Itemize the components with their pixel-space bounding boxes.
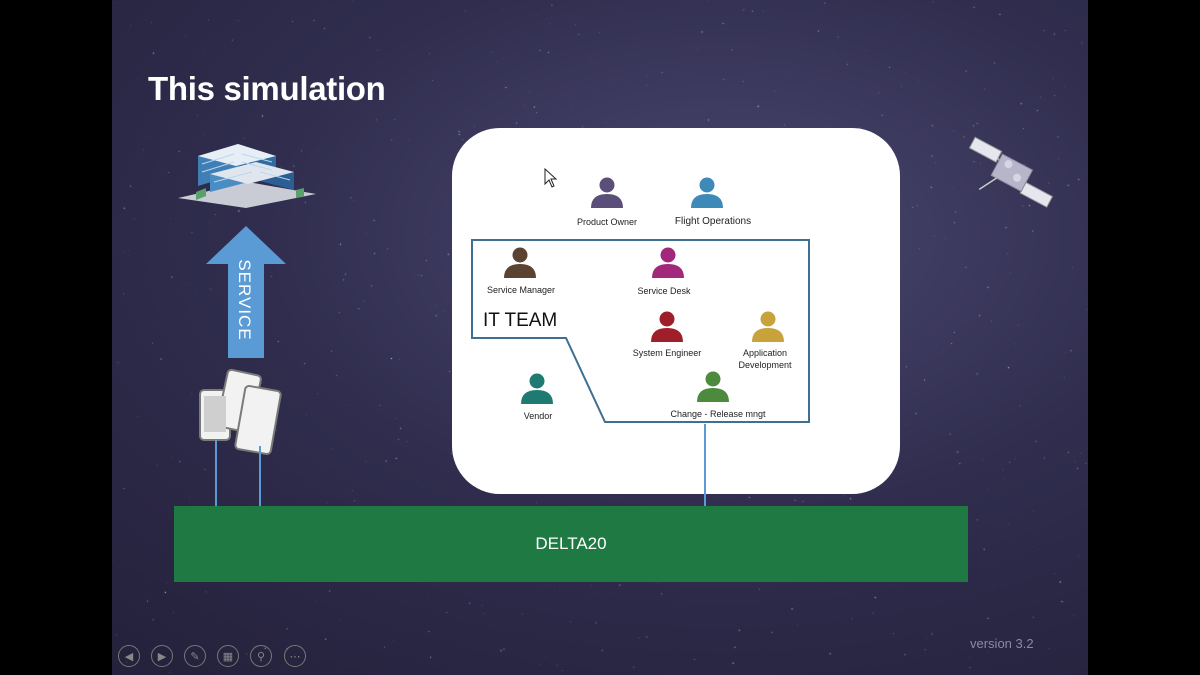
more-icon: ⋯ [289, 651, 301, 663]
person-icon-flight-operations [691, 177, 723, 208]
previous-icon: ◀ [124, 651, 134, 663]
person-icon-system-engineer [651, 311, 683, 342]
role-label-system-engineer: System Engineer [632, 348, 702, 358]
next-icon: ▶ [157, 651, 167, 663]
person-icon-service-desk [652, 247, 684, 278]
role-label-service-desk: Service Desk [637, 286, 691, 296]
delta20-label: DELTA20 [535, 534, 607, 553]
next-slide-button[interactable]: ▶ [151, 645, 173, 667]
person-icon-vendor [521, 373, 553, 404]
device-connection-lines [215, 440, 261, 508]
role-label-change-release: Change - Release mngt [670, 409, 766, 419]
delta20-platform-bar: DELTA20 [174, 506, 968, 582]
pen-tool-button[interactable]: ✎ [184, 645, 206, 667]
person-icon-product-owner [591, 177, 623, 208]
it-team-label: IT TEAM [483, 310, 558, 331]
slides-icon: ▦ [222, 651, 234, 663]
person-icon-application-development [752, 311, 784, 342]
role-label-service-manager: Service Manager [486, 285, 556, 295]
role-label-application-development: Application Development [730, 347, 800, 371]
role-label-vendor: Vendor [523, 411, 553, 421]
service-arrow [206, 226, 286, 358]
see-all-slides-button[interactable]: ▦ [217, 645, 239, 667]
role-label-application-line1: Application [742, 348, 788, 358]
service-label: SERVICE [235, 259, 254, 341]
person-icon-change-release [697, 371, 729, 402]
role-label-flight-operations: Flight Operations [674, 216, 752, 227]
mouse-cursor-icon [544, 168, 558, 188]
role-label-product-owner: Product Owner [576, 217, 638, 227]
version-label: version 3.2 [970, 636, 1034, 651]
role-label-application-line2: Development [738, 360, 792, 370]
satellite-icon [968, 136, 1054, 208]
zoom-icon: ⚲ [256, 651, 266, 663]
pen-icon: ✎ [190, 651, 200, 663]
building-icon [178, 144, 316, 208]
zoom-button[interactable]: ⚲ [250, 645, 272, 667]
slide-title: This simulation [148, 70, 386, 107]
person-icon-service-manager [504, 247, 536, 278]
right-letterbox [1088, 0, 1200, 675]
previous-slide-button[interactable]: ◀ [118, 645, 140, 667]
more-options-button[interactable]: ⋯ [284, 645, 306, 667]
left-letterbox [0, 0, 112, 675]
